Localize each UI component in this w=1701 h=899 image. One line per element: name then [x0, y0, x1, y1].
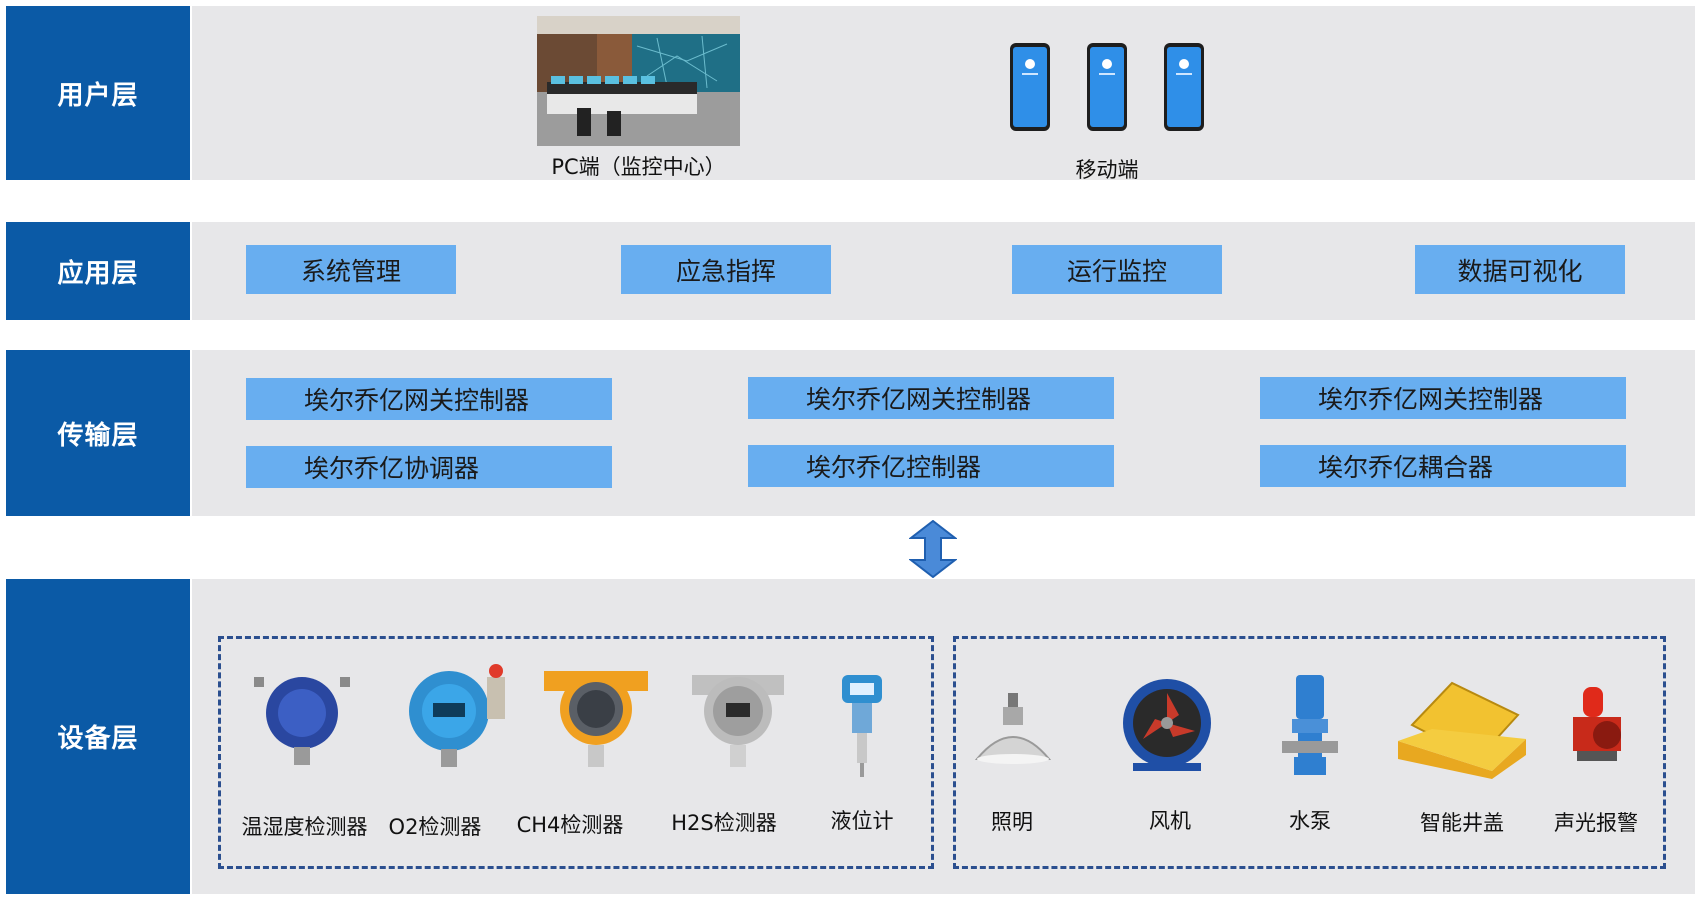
sensor-label: 液位计	[830, 809, 894, 833]
phone-icon	[1010, 43, 1050, 131]
lighting-icon	[974, 693, 1052, 764]
module-gateway-controller: 埃尔乔亿网关控制器	[1260, 377, 1626, 419]
module-coupler: 埃尔乔亿耦合器	[1260, 445, 1626, 487]
user-layer-label: 用户层	[6, 6, 190, 180]
phone-icon	[1164, 43, 1204, 131]
module-data-visualization: 数据可视化	[1415, 245, 1625, 294]
module-coordinator: 埃尔乔亿协调器	[246, 446, 612, 488]
module-gateway-controller: 埃尔乔亿网关控制器	[748, 377, 1114, 419]
pc-caption: PC端（监控中心）	[551, 155, 726, 179]
sensor-label: H2S检测器	[671, 811, 777, 835]
equipment-label: 声光报警	[1554, 811, 1638, 835]
o2-detector-icon	[409, 664, 505, 767]
equipment-label: 智能井盖	[1420, 811, 1504, 835]
equipment-label: 水泵	[1289, 809, 1331, 833]
module-operation-monitoring: 运行监控	[1012, 245, 1222, 294]
equipment-group	[953, 636, 1666, 869]
device-layer-body: 温湿度检测器 O2检测器 CH4检测器 H2S检测器 液位计	[192, 579, 1695, 894]
phone-icon	[1087, 43, 1127, 131]
module-gateway-controller: 埃尔乔亿网关控制器	[246, 378, 612, 420]
application-layer-body: 系统管理 应急指挥 运行监控 数据可视化	[192, 222, 1695, 320]
sensor-label: 温湿度检测器	[241, 815, 368, 839]
equipment-label: 照明	[991, 810, 1033, 834]
sound-light-alarm-icon	[1573, 687, 1621, 761]
ch4-detector-icon	[544, 671, 648, 767]
temperature-humidity-detector-icon	[254, 677, 350, 765]
smart-manhole-cover-icon	[1398, 681, 1526, 779]
sensor-group	[218, 636, 934, 869]
application-layer-label: 应用层	[6, 222, 190, 320]
sensor-label: O2检测器	[388, 815, 482, 839]
mobile-caption: 移动端	[1075, 158, 1139, 182]
transport-layer-label: 传输层	[6, 350, 190, 516]
transport-layer-body: 埃尔乔亿网关控制器 埃尔乔亿网关控制器 埃尔乔亿网关控制器 埃尔乔亿协调器 埃尔…	[192, 350, 1695, 516]
equipment-label: 风机	[1149, 809, 1191, 833]
level-gauge-icon	[842, 675, 882, 777]
user-layer-body: PC端（监控中心） 移动端	[192, 6, 1695, 182]
module-controller: 埃尔乔亿控制器	[748, 445, 1114, 487]
sensor-label: CH4检测器	[516, 813, 624, 837]
fan-icon	[1123, 679, 1211, 771]
module-system-management: 系统管理	[246, 245, 456, 294]
control-room-image	[537, 16, 740, 146]
module-emergency-command: 应急指挥	[621, 245, 831, 294]
device-layer-label: 设备层	[6, 579, 190, 894]
h2s-detector-icon	[692, 675, 784, 767]
water-pump-icon	[1282, 675, 1338, 775]
double-arrow-icon	[909, 520, 957, 578]
